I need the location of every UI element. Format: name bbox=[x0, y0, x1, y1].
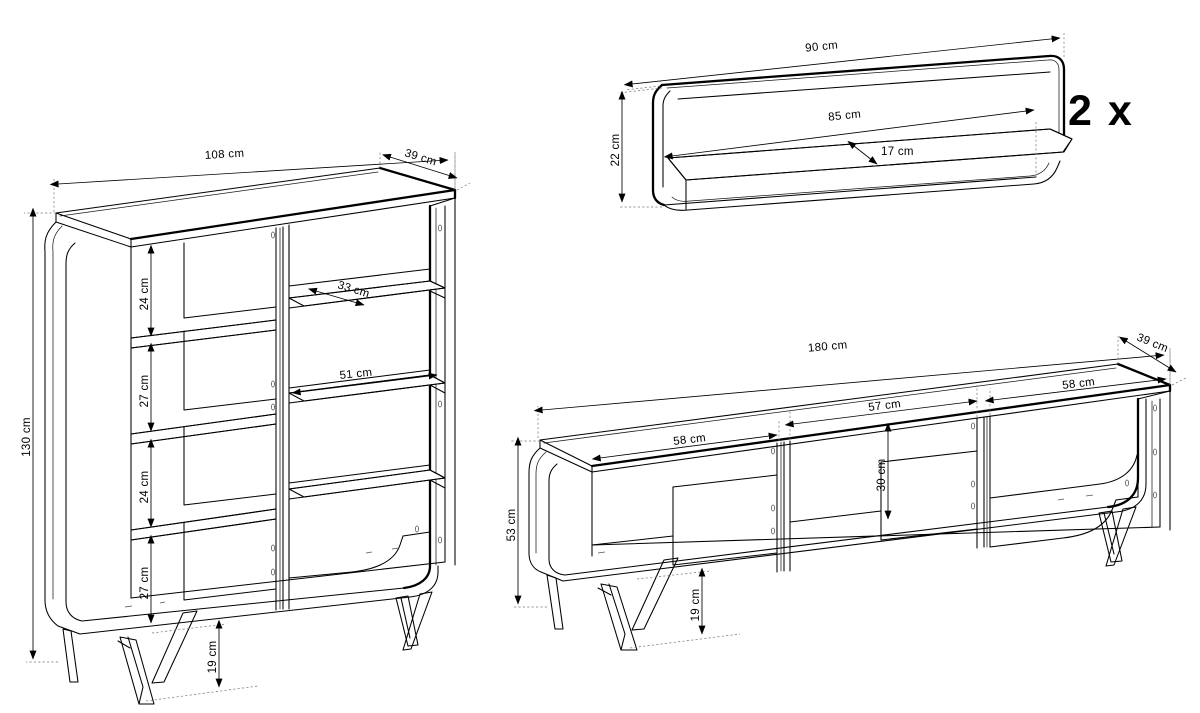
dim-bookcase-h24-lower: 24 cm bbox=[139, 471, 151, 504]
dim-shelf-depth: 17 cm bbox=[881, 146, 914, 158]
tv-dimension-width: 180 cm bbox=[533, 339, 1171, 438]
dim-bookcase-h27-bottom: 27 cm bbox=[139, 567, 151, 600]
dim-tv-section-right: 58 cm bbox=[1062, 376, 1096, 392]
dim-shelf-height: 22 cm bbox=[610, 134, 622, 167]
dim-bookcase-shelf-width: 51 cm bbox=[339, 367, 373, 382]
bookcase-dimension-h24-lower: 24 cm bbox=[139, 438, 155, 528]
tv-interior-bottom bbox=[591, 454, 1139, 548]
bookcase-peg-holes bbox=[124, 224, 442, 608]
tv-dimension-section-mid: 57 cm bbox=[784, 385, 978, 440]
wall-shelf-dimension-depth: 17 cm bbox=[847, 140, 914, 165]
tv-peg-holes bbox=[597, 404, 1158, 554]
dim-tv-section-mid: 57 cm bbox=[868, 398, 902, 414]
dim-tv-height: 53 cm bbox=[506, 509, 518, 542]
bookcase-dimension-shelf-width: 51 cm bbox=[291, 367, 438, 396]
shelf-quantity-label: 2 x bbox=[1068, 87, 1134, 135]
dim-bookcase-h24-top: 24 cm bbox=[139, 278, 151, 311]
bookcase-dimension-h27-upper: 27 cm bbox=[139, 342, 155, 432]
dim-bookcase-height: 130 cm bbox=[21, 417, 33, 457]
wall-shelf-dimension-width: 90 cm bbox=[623, 33, 1065, 91]
wall-shelf-dimension-height: 22 cm bbox=[610, 87, 663, 208]
tv-left-side bbox=[528, 447, 558, 573]
tv-legs bbox=[546, 506, 1137, 651]
bookcase-left-side bbox=[44, 221, 76, 627]
bookcase-legs bbox=[62, 591, 433, 705]
dim-tv-width: 180 cm bbox=[808, 339, 848, 354]
bookcase-carcass bbox=[57, 197, 456, 635]
dim-tv-compartment: 30 cm bbox=[876, 459, 888, 492]
dim-tv-leg: 19 cm bbox=[690, 589, 702, 622]
dim-bookcase-h27-upper: 27 cm bbox=[139, 375, 151, 408]
bookcase-dimension-h24-top: 24 cm bbox=[139, 244, 155, 337]
dim-bookcase-leg: 19 cm bbox=[207, 641, 219, 674]
dim-shelf-inner-width: 85 cm bbox=[828, 108, 862, 123]
dim-bookcase-width: 108 cm bbox=[204, 148, 244, 162]
tv-divider-left bbox=[672, 440, 791, 573]
tv-dimension-section-left: 58 cm bbox=[591, 420, 780, 462]
bookcase-dimension-height: 130 cm bbox=[21, 207, 58, 663]
tv-dimension-compartment-height: 30 cm bbox=[876, 422, 892, 520]
bookcase-dimension-leg-height: 19 cm bbox=[145, 619, 259, 702]
dim-tv-section-left: 58 cm bbox=[673, 432, 707, 448]
dim-shelf-width: 90 cm bbox=[805, 39, 839, 54]
tv-divider-right bbox=[880, 415, 991, 549]
bookcase-shelves-left bbox=[130, 242, 277, 601]
tv-dimension-height: 53 cm bbox=[506, 436, 547, 608]
wall-shelf-drawing: 90 cm 85 cm 17 cm 22 cm 2 x bbox=[610, 33, 1134, 211]
tv-dimension-leg-height: 19 cm bbox=[629, 567, 741, 649]
wall-shelf-dimension-inner-width: 85 cm bbox=[663, 107, 1037, 177]
bookcase-dimension-h27-bottom: 27 cm bbox=[139, 534, 155, 624]
tv-dimension-section-right: 58 cm bbox=[984, 376, 1167, 415]
bookcase-drawing: 108 cm 39 cm 130 cm 24 cm 27 cm 24 cm bbox=[21, 147, 471, 705]
